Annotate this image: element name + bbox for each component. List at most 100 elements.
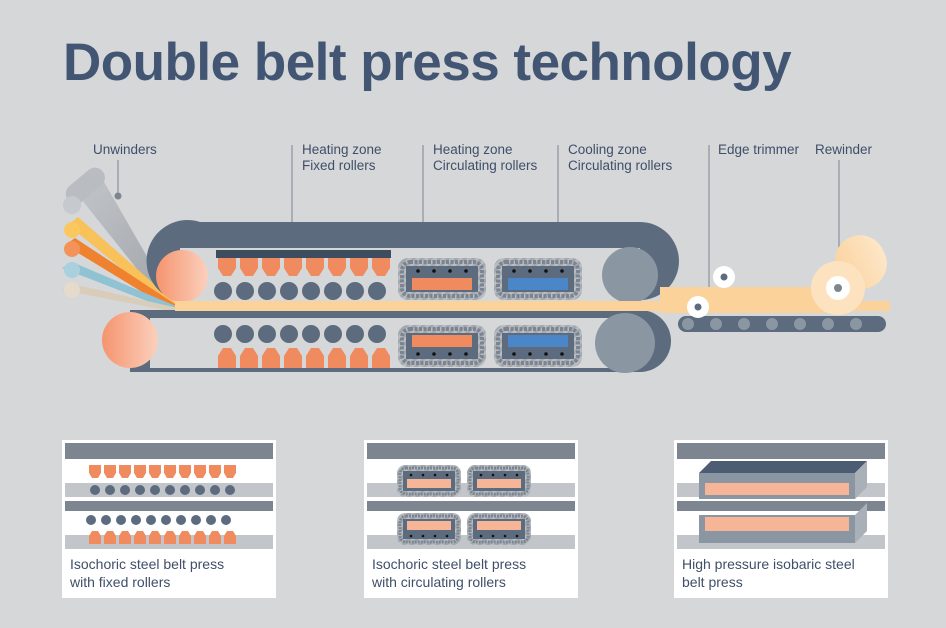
heating-block <box>218 258 236 276</box>
heating-block <box>119 465 131 478</box>
bolt <box>448 269 452 273</box>
roller <box>180 485 190 495</box>
label-rewinder: Rewinder <box>815 142 873 157</box>
bolt <box>409 473 413 477</box>
label-edge-trimmer: Edge trimmer <box>718 142 800 157</box>
roller <box>210 485 220 495</box>
roller <box>135 485 145 495</box>
label-unwinders: Unwinders <box>93 142 157 157</box>
card-caption: High pressure isobaric steel belt press <box>682 556 855 590</box>
roller-chain <box>468 514 530 544</box>
bolt <box>432 352 436 356</box>
heating-block <box>262 348 280 368</box>
heating-block <box>262 258 280 276</box>
roller <box>86 515 96 525</box>
steel-belt <box>65 443 273 459</box>
heating-block <box>284 348 302 368</box>
heating-block <box>350 348 368 368</box>
zone-plate <box>412 335 472 347</box>
bolt <box>512 269 516 273</box>
heating-block <box>134 531 146 544</box>
fixed-rollers-illustration <box>65 443 273 549</box>
pressure-block-side <box>855 503 867 543</box>
heating-block <box>179 531 191 544</box>
heating-block <box>306 348 324 368</box>
bolt <box>503 473 507 477</box>
roller-chain <box>398 514 460 544</box>
card-fixed-rollers: Isochoric steel belt press with fixed ro… <box>62 440 276 598</box>
bolt <box>409 534 413 538</box>
bolt <box>560 269 564 273</box>
bolt <box>528 352 532 356</box>
fixed-roller <box>236 325 254 343</box>
heating-block <box>328 258 346 276</box>
heating-block <box>194 531 206 544</box>
bolt <box>544 269 548 273</box>
heating-block <box>119 531 131 544</box>
heating-block <box>209 531 221 544</box>
heating-block <box>194 465 206 478</box>
steel-belt <box>677 501 885 511</box>
heating-block <box>104 465 116 478</box>
bolt <box>528 269 532 273</box>
bolt <box>515 534 519 538</box>
heating-block <box>350 258 368 276</box>
heating-block <box>164 465 176 478</box>
heating-block <box>209 465 221 478</box>
heating-block <box>240 348 258 368</box>
page-title: Double belt press technology <box>63 33 792 92</box>
heating-block <box>134 465 146 478</box>
bolt <box>421 473 425 477</box>
roller-chain <box>400 327 484 365</box>
bolt <box>416 269 420 273</box>
roller-chain <box>400 260 484 298</box>
roller <box>221 515 231 525</box>
card-caption: Isochoric steel belt press with fixed ro… <box>70 556 225 590</box>
bolt <box>445 473 449 477</box>
conveyor-roller <box>738 318 750 330</box>
fixed-roller <box>258 282 276 300</box>
steel-belt <box>65 501 273 511</box>
roller <box>161 515 171 525</box>
bolt <box>491 473 495 477</box>
roller <box>176 515 186 525</box>
pressure-pad <box>705 483 849 495</box>
circulating-rollers-illustration <box>367 443 575 549</box>
bolt <box>512 352 516 356</box>
fixed-roller <box>324 325 342 343</box>
roller <box>116 515 126 525</box>
heating-block <box>224 531 236 544</box>
bolt <box>448 352 452 356</box>
heating-block <box>224 465 236 478</box>
heating-block <box>104 531 116 544</box>
fixed-roller <box>346 325 364 343</box>
card-caption: Isochoric steel belt press with circulat… <box>372 556 527 590</box>
bolt <box>433 534 437 538</box>
fixed-roller <box>346 282 364 300</box>
roller <box>165 485 175 495</box>
bolt <box>464 352 468 356</box>
label-cooling-circulating-rollers: Cooling zone Circulating rollers <box>568 142 673 173</box>
trimmer-conveyor <box>678 316 886 332</box>
zone-plate <box>407 479 451 488</box>
roller <box>105 485 115 495</box>
roller-chain <box>398 466 460 496</box>
heating-block <box>164 531 176 544</box>
fixed-rollers-bottom <box>214 325 390 368</box>
bolt <box>503 534 507 538</box>
roller <box>225 485 235 495</box>
fixed-roller <box>302 282 320 300</box>
bolt <box>515 473 519 477</box>
heating-block <box>372 348 390 368</box>
fixed-roller <box>368 282 386 300</box>
fixed-roller <box>214 282 232 300</box>
rewinder-roll <box>811 235 887 315</box>
heating-block <box>149 531 161 544</box>
fixed-roller <box>214 325 232 343</box>
heating-block <box>149 465 161 478</box>
roller-chain <box>496 260 580 298</box>
pressure-block-side <box>855 461 867 499</box>
bolt <box>479 473 483 477</box>
zone-plate <box>508 278 568 290</box>
isobaric-illustration <box>677 443 885 549</box>
